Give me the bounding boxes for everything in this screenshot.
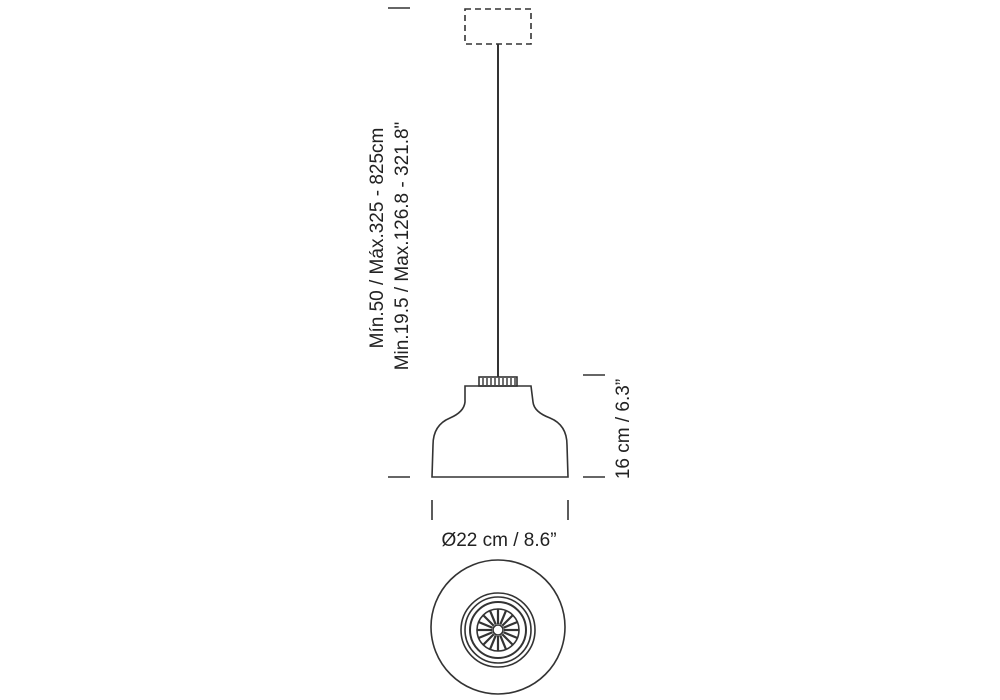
spoke <box>499 610 508 625</box>
diameter-ticks <box>431 500 569 520</box>
spoke <box>503 620 518 629</box>
spoke <box>499 635 508 650</box>
cord-connector <box>478 376 518 387</box>
shade-height-label: 16 cm / 6.3” <box>613 378 634 480</box>
lamp-shade <box>431 385 569 478</box>
spoke <box>488 635 497 650</box>
spoke <box>501 614 514 627</box>
shade-height-ticks <box>583 374 605 478</box>
diameter-label: Ø22 cm / 8.6” <box>441 530 557 551</box>
spoke <box>478 631 493 640</box>
diffuser-spokes <box>477 609 519 651</box>
spoke <box>503 631 518 640</box>
height-metric-label: Mín.50 / Máx.325 - 825cm <box>367 127 388 349</box>
ceiling-canopy-dashed <box>464 8 532 45</box>
spoke <box>478 620 493 629</box>
spoke <box>482 633 495 646</box>
spoke <box>488 610 497 625</box>
height-imperial-label: Min.19.5 / Max.126.8 - 321.8" <box>392 121 413 371</box>
spoke <box>482 614 495 627</box>
bottom-view <box>430 559 566 695</box>
height-ticks <box>388 7 410 478</box>
spoke <box>501 633 514 646</box>
